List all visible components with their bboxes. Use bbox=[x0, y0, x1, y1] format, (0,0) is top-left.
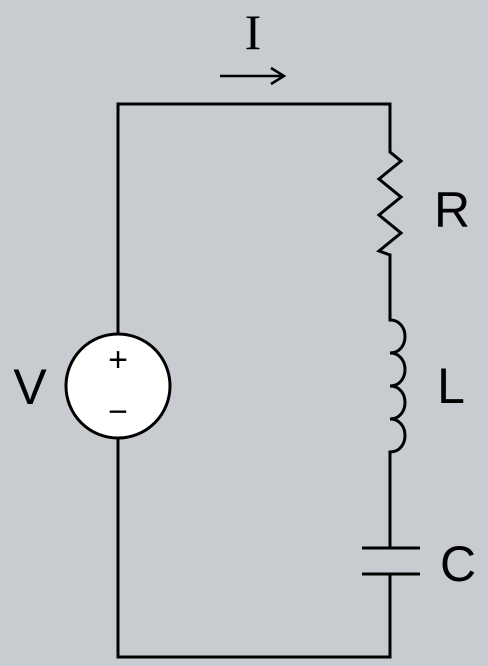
resistor-label: R bbox=[434, 182, 470, 238]
wires bbox=[116, 102, 392, 659]
voltage-source-icon: + − bbox=[64, 332, 172, 440]
inductor-coil bbox=[389, 318, 407, 454]
inductor-icon bbox=[389, 318, 407, 454]
current-arrow-head bbox=[270, 66, 287, 86]
source-plus-sign: + bbox=[108, 341, 128, 379]
current-label: I bbox=[245, 4, 262, 60]
capacitor-label: C bbox=[440, 536, 476, 592]
inductor-label: L bbox=[437, 358, 465, 414]
capacitor-icon bbox=[362, 546, 420, 576]
left-bottom-wire bbox=[116, 436, 392, 659]
resistor-zigzag bbox=[376, 148, 404, 257]
top-left-wire bbox=[116, 102, 392, 336]
resistor-icon bbox=[376, 148, 404, 257]
source-label: V bbox=[13, 359, 47, 415]
voltage-source-circle bbox=[64, 332, 172, 440]
current-arrow-icon bbox=[220, 66, 287, 86]
source-minus-sign: − bbox=[108, 393, 128, 431]
